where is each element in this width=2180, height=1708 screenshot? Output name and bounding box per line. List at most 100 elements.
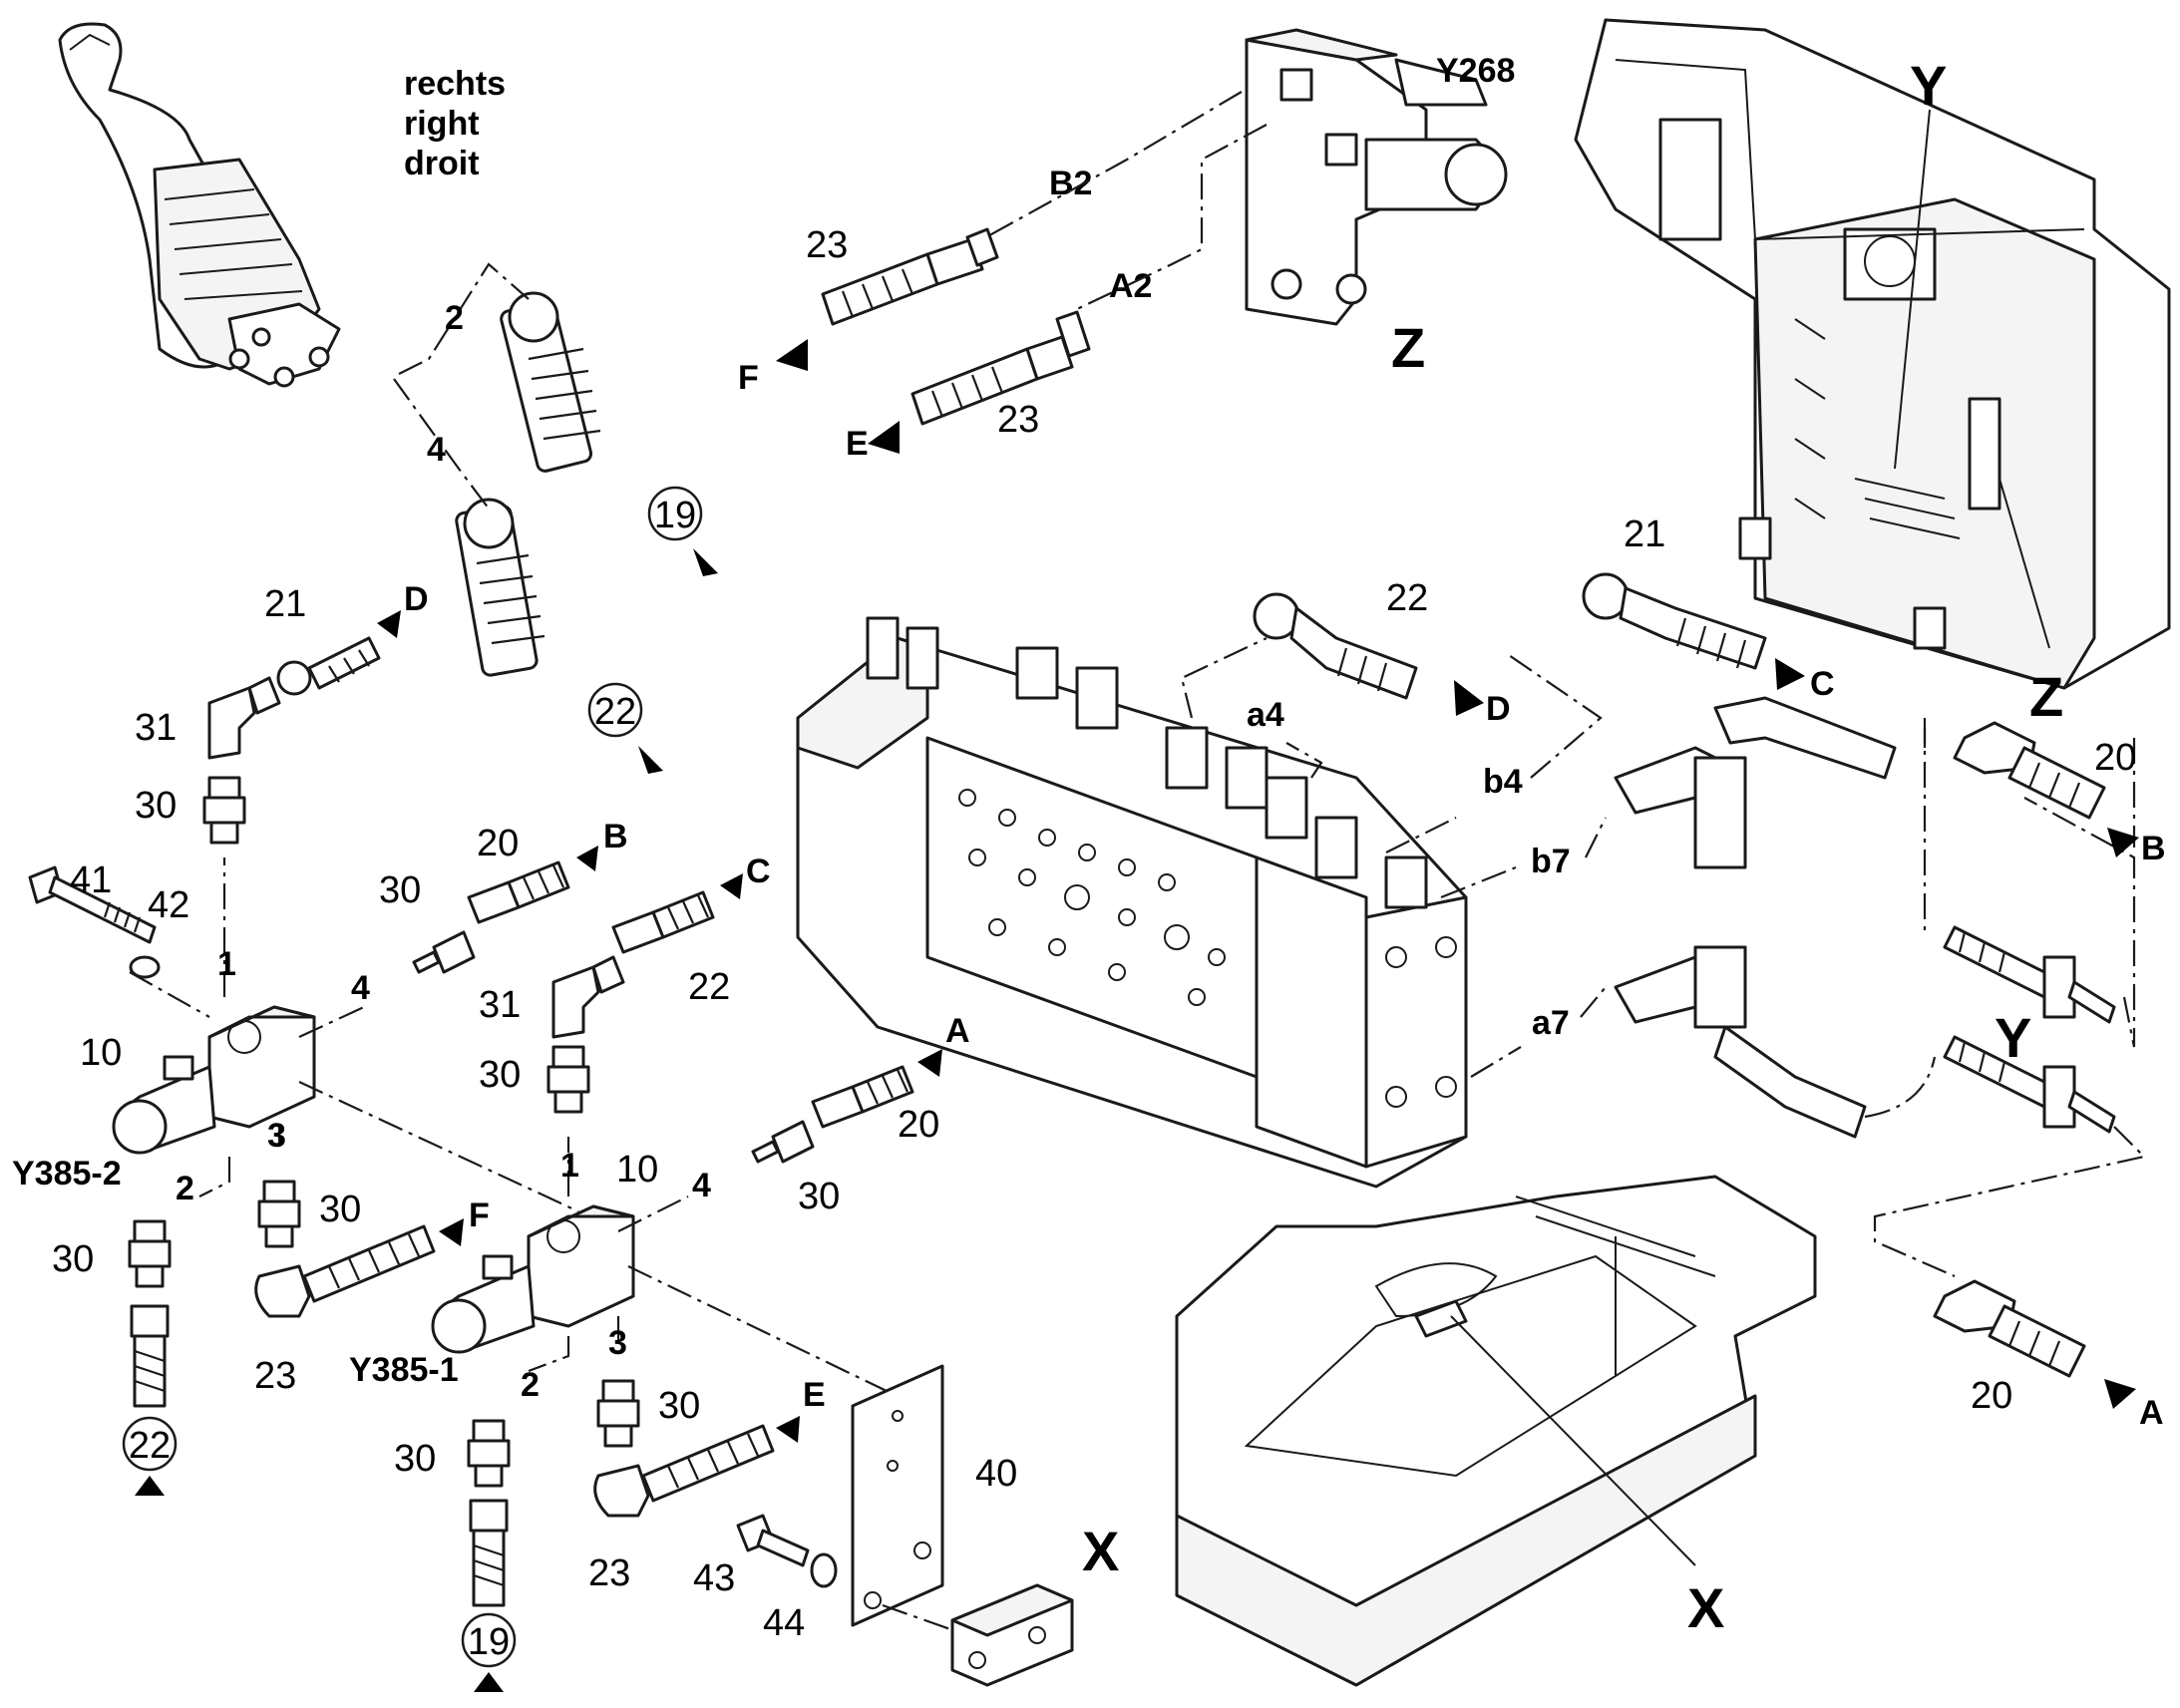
- callout-10-left: 10: [80, 1032, 122, 1074]
- callout-41: 41: [70, 859, 112, 901]
- washer-42: [129, 955, 161, 979]
- leader-y-detail-top: [1923, 718, 2136, 1048]
- hose-23-top-b2: [821, 227, 999, 326]
- hose-22-left-vertical: [130, 1304, 170, 1408]
- main-control-valve: [796, 616, 1468, 1189]
- leader-joystick-2: [398, 262, 530, 375]
- port-a7: a7: [1532, 1004, 1570, 1042]
- leader-joystick-4: [393, 378, 490, 510]
- callout-30-left-c: 30: [52, 1238, 94, 1280]
- undercarriage-frame: [1175, 1175, 1817, 1687]
- machine-cab-frame: [1574, 18, 2171, 690]
- conn-a-right: A: [2139, 1394, 2164, 1432]
- callout-22-mid: 22: [688, 966, 730, 1008]
- callout-30-mid-b: 30: [479, 1054, 521, 1096]
- leader-z-frame: [1998, 478, 2050, 649]
- callout-21-right: 21: [1624, 513, 1665, 555]
- hose-23-centre: [593, 1424, 775, 1518]
- washer-44: [810, 1552, 838, 1588]
- callout-3-centre: 3: [608, 1324, 627, 1362]
- leader-a4: [1180, 637, 1323, 779]
- callout-30-centre-a: 30: [798, 1176, 840, 1217]
- leader-a2: [1076, 124, 1268, 310]
- callout-21-left: 21: [264, 583, 306, 625]
- leader-y385-2-ports: [129, 857, 579, 1212]
- arrow-22-top: [638, 746, 663, 774]
- leader-x-frame: [1450, 1315, 1696, 1566]
- hose-21-left: [276, 636, 381, 696]
- arrow-19-bottom: [474, 1672, 504, 1692]
- fitting-30-left-b: [257, 1180, 301, 1248]
- arrow-a-left: [917, 1049, 942, 1077]
- view-y-frame: Y: [1910, 54, 1947, 117]
- ref-circle-19-bottom: [461, 1612, 517, 1668]
- ref-circle-22-top: [587, 682, 643, 738]
- port-a2: A2: [1109, 267, 1152, 305]
- conn-c-right: C: [1810, 665, 1835, 703]
- callout-19-top: 19: [654, 495, 696, 536]
- fitting-30-mid-a: [412, 930, 476, 974]
- callout-2-joystick: 2: [445, 299, 464, 337]
- conn-a-left: A: [945, 1012, 970, 1050]
- callout-4-left: 4: [351, 969, 370, 1007]
- conn-f-left: F: [469, 1196, 490, 1234]
- callout-22-top: 22: [594, 691, 636, 733]
- port-b7: b7: [1531, 843, 1571, 880]
- callout-19-bottom: 19: [468, 1621, 510, 1663]
- leader-a7: [1470, 986, 1607, 1078]
- callout-23-centre: 23: [588, 1552, 630, 1594]
- view-y-detail: Y: [1995, 1006, 2031, 1069]
- callout-23-left: 23: [254, 1355, 296, 1397]
- leader-b7: [1440, 817, 1607, 899]
- fitting-30-left-c: [128, 1219, 172, 1288]
- arrow-f-top: [776, 339, 808, 371]
- port-b4: b4: [1483, 763, 1523, 801]
- callout-30-mid-a: 30: [379, 869, 421, 911]
- view-z-frame: Z: [2029, 665, 2063, 728]
- hose-20-centre-a: [811, 1065, 914, 1129]
- callout-20-right-top: 20: [2094, 737, 2136, 779]
- elbow-31-mid: [551, 955, 625, 1039]
- hose-22-right: [1253, 592, 1418, 700]
- view-z-detail: Z: [1391, 316, 1425, 379]
- port-a4: a4: [1247, 696, 1284, 734]
- callout-44: 44: [763, 1602, 805, 1644]
- elbow-31-left: [207, 676, 281, 760]
- callout-30-centre-c: 30: [394, 1438, 436, 1480]
- callout-4-centre: 4: [692, 1167, 711, 1204]
- arrow-e-left: [776, 1416, 800, 1443]
- view-x-frame: X: [1687, 1576, 1724, 1639]
- side-note-line1: rechts: [404, 65, 506, 103]
- callout-20-right-bottom: 20: [1971, 1375, 2012, 1417]
- callout-22-right: 22: [1386, 577, 1428, 619]
- callout-22-left: 22: [129, 1425, 171, 1467]
- arrow-b-right: [2107, 828, 2139, 857]
- ref-circle-22-left: [122, 1416, 178, 1472]
- callout-23-top2: 23: [997, 399, 1039, 441]
- arrow-c-right: [1775, 658, 1805, 690]
- callout-20-mid-b: 20: [477, 823, 519, 864]
- arrow-d-right: [1454, 680, 1484, 716]
- callout-30-left-a: 30: [135, 785, 177, 827]
- conn-c-left: C: [746, 853, 771, 890]
- conn-e-top: E: [846, 425, 869, 463]
- callout-42: 42: [148, 884, 189, 926]
- fitting-30-mid-b: [546, 1045, 590, 1114]
- joystick-hose-19: [500, 291, 601, 473]
- callout-31-left: 31: [135, 707, 177, 749]
- conn-d-right: D: [1486, 690, 1511, 728]
- valve-y385-2: [112, 1005, 316, 1155]
- leader-20-right: [1923, 728, 2136, 848]
- callout-31-mid: 31: [479, 984, 521, 1026]
- callout-2-left: 2: [176, 1170, 194, 1207]
- callout-40: 40: [975, 1453, 1017, 1495]
- callout-30-left-b: 30: [319, 1189, 361, 1230]
- arrow-22-left: [135, 1476, 165, 1496]
- hose-23-top-a2: [910, 310, 1091, 426]
- callout-1-centre: 1: [560, 1147, 579, 1185]
- ref-circle-19-top: [647, 486, 703, 541]
- bolt-43: [736, 1514, 810, 1567]
- callout-1-left: 1: [217, 945, 236, 983]
- callout-4-joystick: 4: [427, 431, 446, 469]
